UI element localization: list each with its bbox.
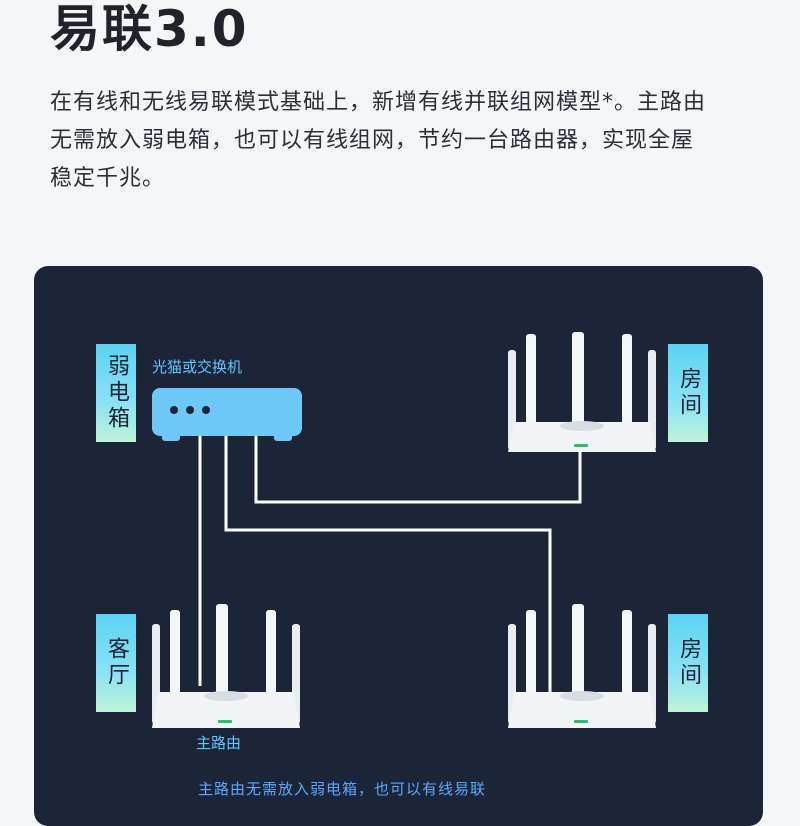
label-room-top: 房间 (668, 344, 708, 442)
network-diagram (152, 332, 656, 728)
page-title: 易联3.0 (50, 0, 249, 58)
cables (198, 436, 582, 706)
label-room-bottom: 房间 (668, 614, 708, 712)
router-room-top (508, 332, 656, 452)
network-diagram-panel: 弱电箱 房间 客厅 房间 光猫或交换机 主路由 (34, 266, 763, 826)
description-line-1: 在有线和无线易联模式基础上，新增有线并联组网模型*。主路由 (50, 90, 707, 115)
main-router-caption: 主路由 (196, 734, 242, 752)
description: 在有线和无线易联模式基础上，新增有线并联组网模型*。主路由 无需放入弱电箱，也可… (50, 84, 770, 198)
cable-switch-to-room-top (254, 436, 582, 504)
router-room-bottom (508, 604, 656, 728)
footer-note: 主路由无需放入弱电箱，也可以有线易联 (198, 780, 487, 798)
switch-caption: 光猫或交换机 (152, 358, 243, 376)
description-line-3: 稳定千兆。 (50, 166, 166, 191)
description-line-2: 无需放入弱电箱，也可以有线组网，节约一台路由器，实现全屋 (50, 128, 695, 153)
router-main-living (152, 604, 300, 728)
label-weak-box: 弱电箱 (96, 344, 136, 442)
cable-switch-to-room-bottom (224, 436, 552, 706)
switch-device (152, 388, 302, 441)
label-living-room: 客厅 (96, 614, 136, 712)
